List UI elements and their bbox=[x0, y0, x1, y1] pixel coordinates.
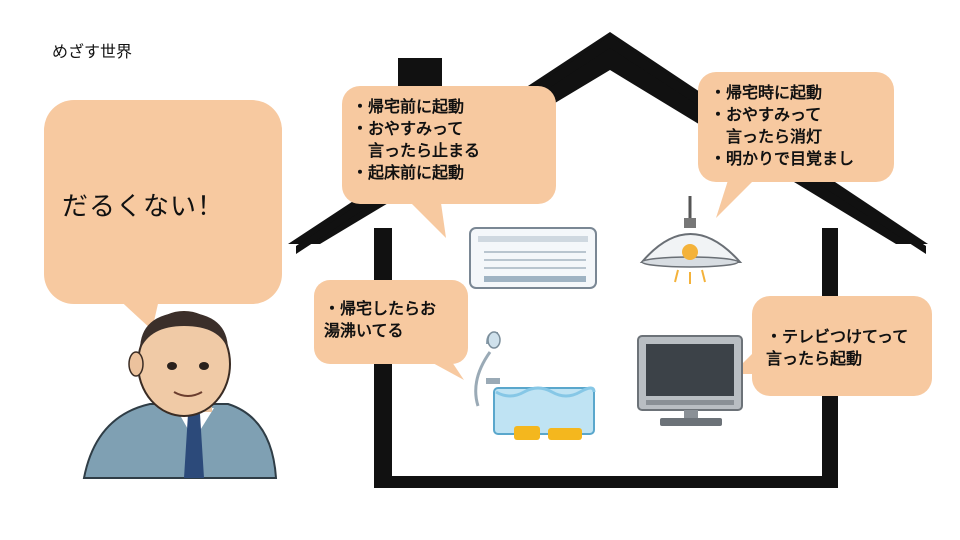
person-speech-text: だるくない！ bbox=[62, 192, 225, 222]
slide-title: めざす世界 bbox=[52, 42, 133, 61]
bath-bubble-text: ・帰宅したらお 湯沸いてる bbox=[324, 299, 437, 340]
bathtub-icon bbox=[474, 331, 596, 440]
light-bubble-text: ・帰宅時に起動 ・おやすみって 言ったら消灯 ・明かりで目覚まし bbox=[710, 83, 855, 168]
light-speech-bubble bbox=[698, 72, 894, 218]
ceiling-light-icon bbox=[639, 196, 743, 284]
aircon-bubble-text: ・帰宅前に起動 ・おやすみって 言ったら止まる ・起床前に起動 bbox=[352, 97, 481, 182]
bath-speech-bubble bbox=[314, 280, 468, 380]
aircon-speech-bubble bbox=[342, 86, 556, 238]
television-icon bbox=[637, 335, 743, 426]
air-conditioner-icon bbox=[469, 227, 597, 289]
person-avatar bbox=[82, 311, 278, 479]
tv-bubble-text: ・テレビつけてって 言ったら起動 bbox=[766, 327, 909, 368]
person-speech-bubble bbox=[44, 100, 282, 330]
